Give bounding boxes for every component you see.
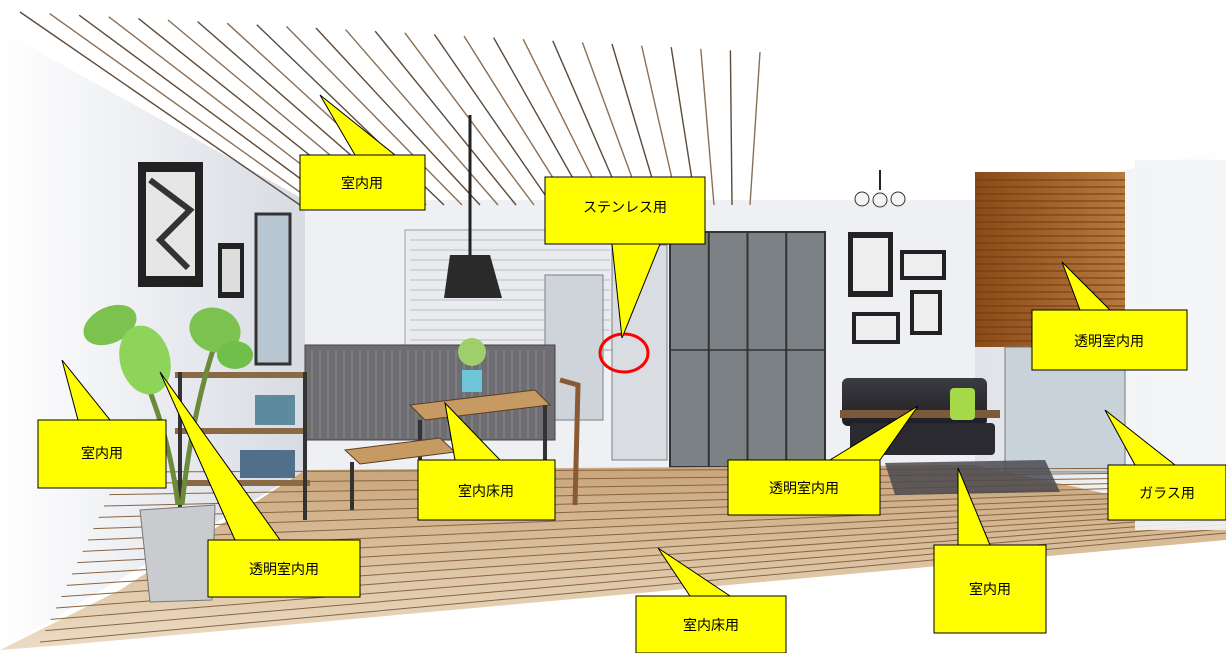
callout-stainless: ステンレス用	[544, 176, 706, 339]
callout-rug: 室内用	[933, 467, 1047, 634]
shelf	[175, 372, 310, 520]
callout-table-floor: 室内床用	[417, 401, 556, 521]
kitchen-area	[304, 229, 616, 441]
callout-stainless-label: ステンレス用	[583, 200, 667, 216]
callout-sofa: 透明室内用	[727, 405, 919, 516]
picture-frames-left	[138, 162, 292, 366]
callout-plant-label: 透明室内用	[249, 561, 319, 578]
callout-glass-label: ガラス用	[1139, 486, 1195, 502]
callout-blind-label: 透明室内用	[1074, 333, 1144, 350]
callout-ceiling-label: 室内用	[341, 175, 383, 192]
callout-sofa-label: 透明室内用	[769, 480, 839, 497]
pendant-lamp	[444, 115, 502, 298]
callout-left-wall-label: 室内用	[81, 445, 123, 462]
callout-floor-label: 室内床用	[683, 617, 739, 634]
callout-layer: 室内用 ステンレス用 透明室内用 室内用 室内床用 透明室内用	[37, 94, 1226, 653]
callout-rug-label: 室内用	[969, 581, 1011, 598]
sofa	[840, 378, 1000, 455]
callout-glass: ガラス用	[1104, 409, 1226, 521]
picture-frames-right	[848, 232, 946, 344]
callout-left-wall: 室内用	[37, 359, 167, 489]
callout-ceiling: 室内用	[299, 94, 426, 211]
potted-plant	[83, 304, 253, 603]
folding-door	[669, 231, 826, 468]
rug	[885, 460, 1060, 495]
dining-set	[343, 338, 581, 520]
ceiling-lamp	[854, 170, 906, 208]
callout-table-floor-label: 室内床用	[458, 483, 514, 500]
callout-floor: 室内床用	[635, 547, 787, 653]
callout-blind: 透明室内用	[1031, 261, 1188, 371]
callout-plant: 透明室内用	[159, 371, 361, 598]
